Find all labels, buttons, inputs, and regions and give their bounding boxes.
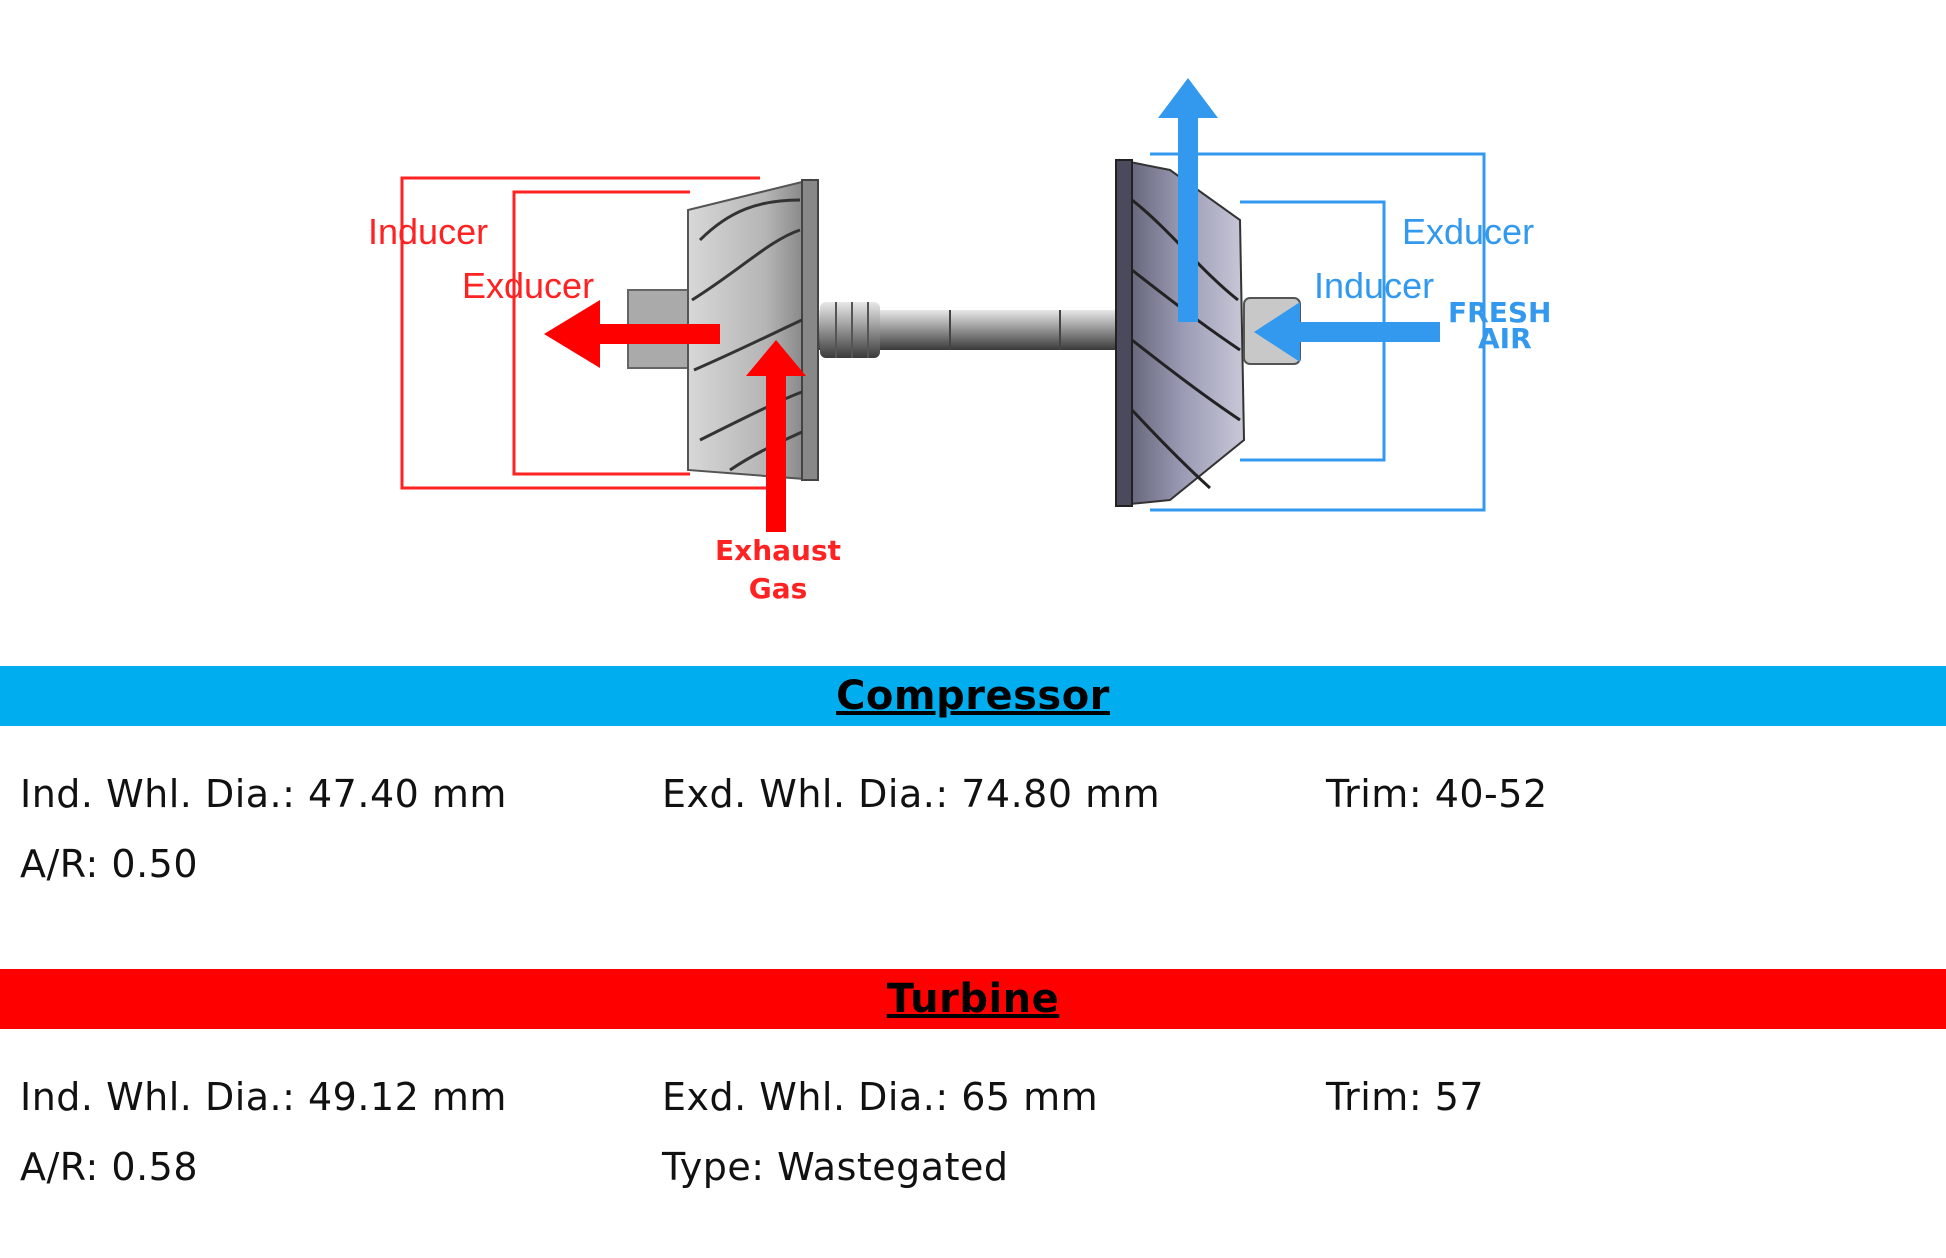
compressor-title: Compressor <box>836 673 1110 719</box>
compressor-ar: A/R: 0.50 <box>20 842 199 886</box>
exhaust-gas-label-line1: Exhaust <box>715 534 841 567</box>
turbine-exducer-label: Exducer <box>462 265 594 306</box>
compressor-header-band: Compressor <box>0 666 1946 726</box>
turbine-inducer-label: Inducer <box>368 211 488 252</box>
fresh-air-label-line2: AIR <box>1478 322 1532 355</box>
fresh-air-label-line1: FRESH <box>1448 296 1551 329</box>
turbine-title: Turbine <box>886 976 1060 1022</box>
turbine-inducer-box <box>400 176 768 490</box>
turbine-ind-whl-dia: Ind. Whl. Dia.: 49.12 mm <box>20 1075 507 1119</box>
compressor-exit-arrow <box>1158 78 1218 322</box>
shaft <box>816 302 1122 358</box>
exhaust-gas-arrow <box>746 340 806 532</box>
turbine-ar: A/R: 0.58 <box>20 1145 199 1189</box>
turbine-exducer-box <box>512 190 690 476</box>
turbine-trim: Trim: 57 <box>1326 1075 1485 1119</box>
compressor-exd-whl-dia: Exd. Whl. Dia.: 74.80 mm <box>662 772 1161 816</box>
turbine-exit-arrow <box>544 300 720 368</box>
turbine-exd-whl-dia: Exd. Whl. Dia.: 65 mm <box>662 1075 1099 1119</box>
compressor-exducer-label: Exducer <box>1402 211 1534 252</box>
turbine-type: Type: Wastegated <box>662 1145 1009 1189</box>
compressor-trim: Trim: 40-52 <box>1326 772 1548 816</box>
fresh-air-arrow <box>1254 302 1440 362</box>
compressor-exducer-box <box>1150 152 1486 512</box>
turbo-wheel-diagram: Inducer Exducer Exhaust Gas Exducer Indu… <box>368 78 1551 605</box>
exhaust-gas-label-line2: Gas <box>749 572 808 605</box>
compressor-inducer-label: Inducer <box>1314 265 1434 306</box>
turbine-header-band: Turbine <box>0 969 1946 1029</box>
compressor-ind-whl-dia: Ind. Whl. Dia.: 47.40 mm <box>20 772 507 816</box>
